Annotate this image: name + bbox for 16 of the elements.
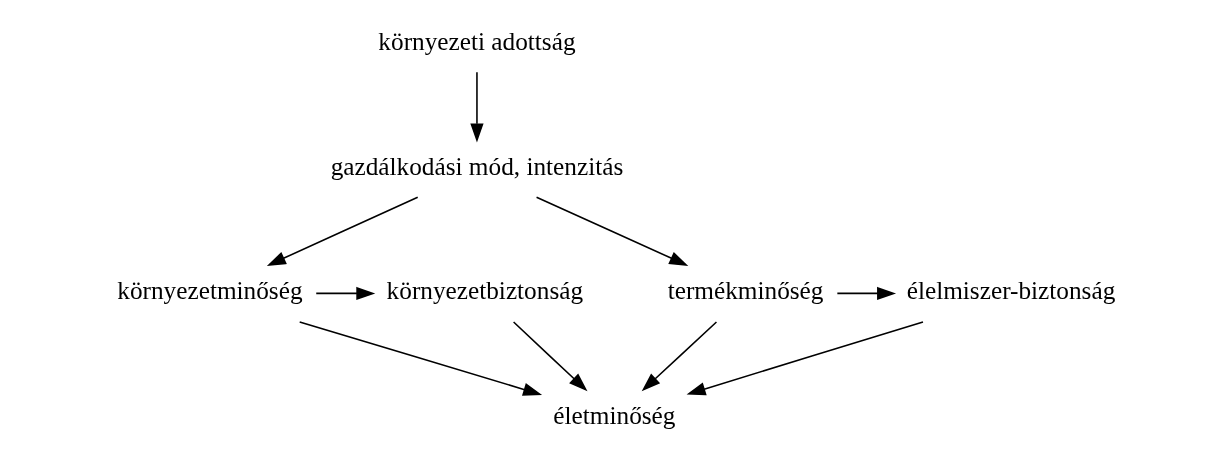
- arrow: [512, 320, 587, 391]
- node-text: környezetbiztonság: [386, 275, 583, 304]
- node-text: élelmiszer-biztonság: [906, 275, 1115, 304]
- node-text: környezeti adottság: [377, 26, 576, 55]
- node-text: gazdálkodási mód, intenzitás: [330, 151, 623, 180]
- node-text: életminőség: [552, 400, 675, 429]
- arrow: [686, 320, 924, 395]
- arrow: [641, 320, 717, 391]
- arrow: [535, 195, 688, 266]
- arrow: [469, 71, 484, 142]
- arrow: [266, 195, 418, 266]
- node-text: termékminőség: [667, 275, 823, 304]
- node-text: környezetminőség: [116, 275, 303, 304]
- arrow: [836, 286, 896, 300]
- arrow: [314, 286, 375, 300]
- arrow: [298, 320, 542, 396]
